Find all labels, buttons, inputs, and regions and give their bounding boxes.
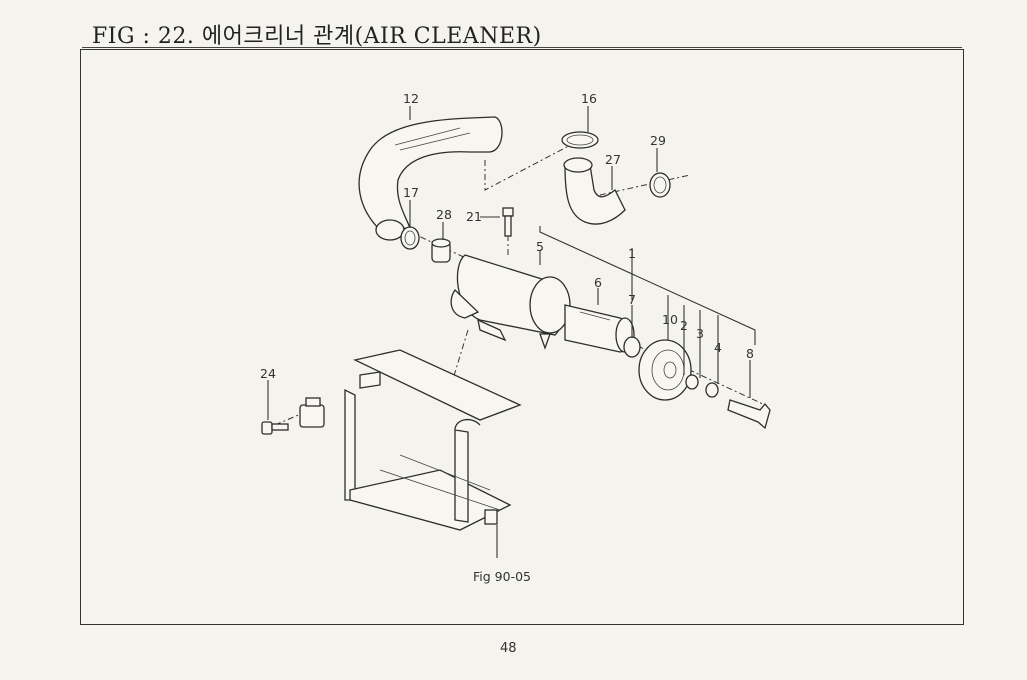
callout-7: 7 [628, 292, 636, 307]
callout-29: 29 [650, 133, 666, 148]
title-underline [82, 47, 962, 48]
callout-17: 17 [403, 185, 419, 200]
clamp-part-29 [649, 172, 671, 198]
mount-bracket [299, 397, 325, 428]
callout-3: 3 [696, 326, 704, 341]
callout-16: 16 [581, 91, 597, 106]
intake-hose-part-12 [358, 116, 503, 241]
callout-labels: 12 16 29 27 17 28 21 5 1 6 7 10 2 3 4 8 … [260, 91, 754, 584]
figure-title: FIG : 22. 에어크리너 관계(AIR CLEANER) [92, 24, 542, 49]
callout-leaders [267, 106, 756, 558]
washer-part-2 [685, 374, 699, 390]
callout-28: 28 [436, 207, 452, 222]
callout-10: 10 [662, 312, 678, 327]
callout-8: 8 [746, 346, 754, 361]
elbow-hose-part-27 [563, 157, 626, 225]
bolt-part-24 [261, 421, 289, 435]
washer-part-4 [705, 382, 719, 398]
bolt-part-21 [502, 207, 514, 237]
diagram-frame [80, 49, 964, 625]
cover-part-10 [638, 339, 692, 401]
mounting-frame [344, 349, 522, 531]
callout-4: 4 [714, 340, 722, 355]
figure-reference: Fig 90-05 [473, 569, 531, 584]
callout-24: 24 [260, 366, 276, 381]
callout-6: 6 [594, 275, 602, 290]
callout-27: 27 [605, 152, 621, 167]
callout-12: 12 [403, 91, 419, 106]
wing-bolt-part-8 [727, 399, 771, 430]
callout-5: 5 [536, 239, 544, 254]
callout-2: 2 [680, 318, 688, 333]
callout-1: 1 [628, 246, 636, 261]
clamp-part-17 [400, 226, 420, 250]
callout-21: 21 [466, 209, 482, 224]
page-number: 48 [500, 641, 517, 656]
sleeve-part-28 [431, 238, 451, 263]
air-cleaner-body-part-5 [450, 254, 571, 350]
seal-ring-part-7 [623, 336, 641, 358]
clamp-part-16 [561, 131, 599, 149]
